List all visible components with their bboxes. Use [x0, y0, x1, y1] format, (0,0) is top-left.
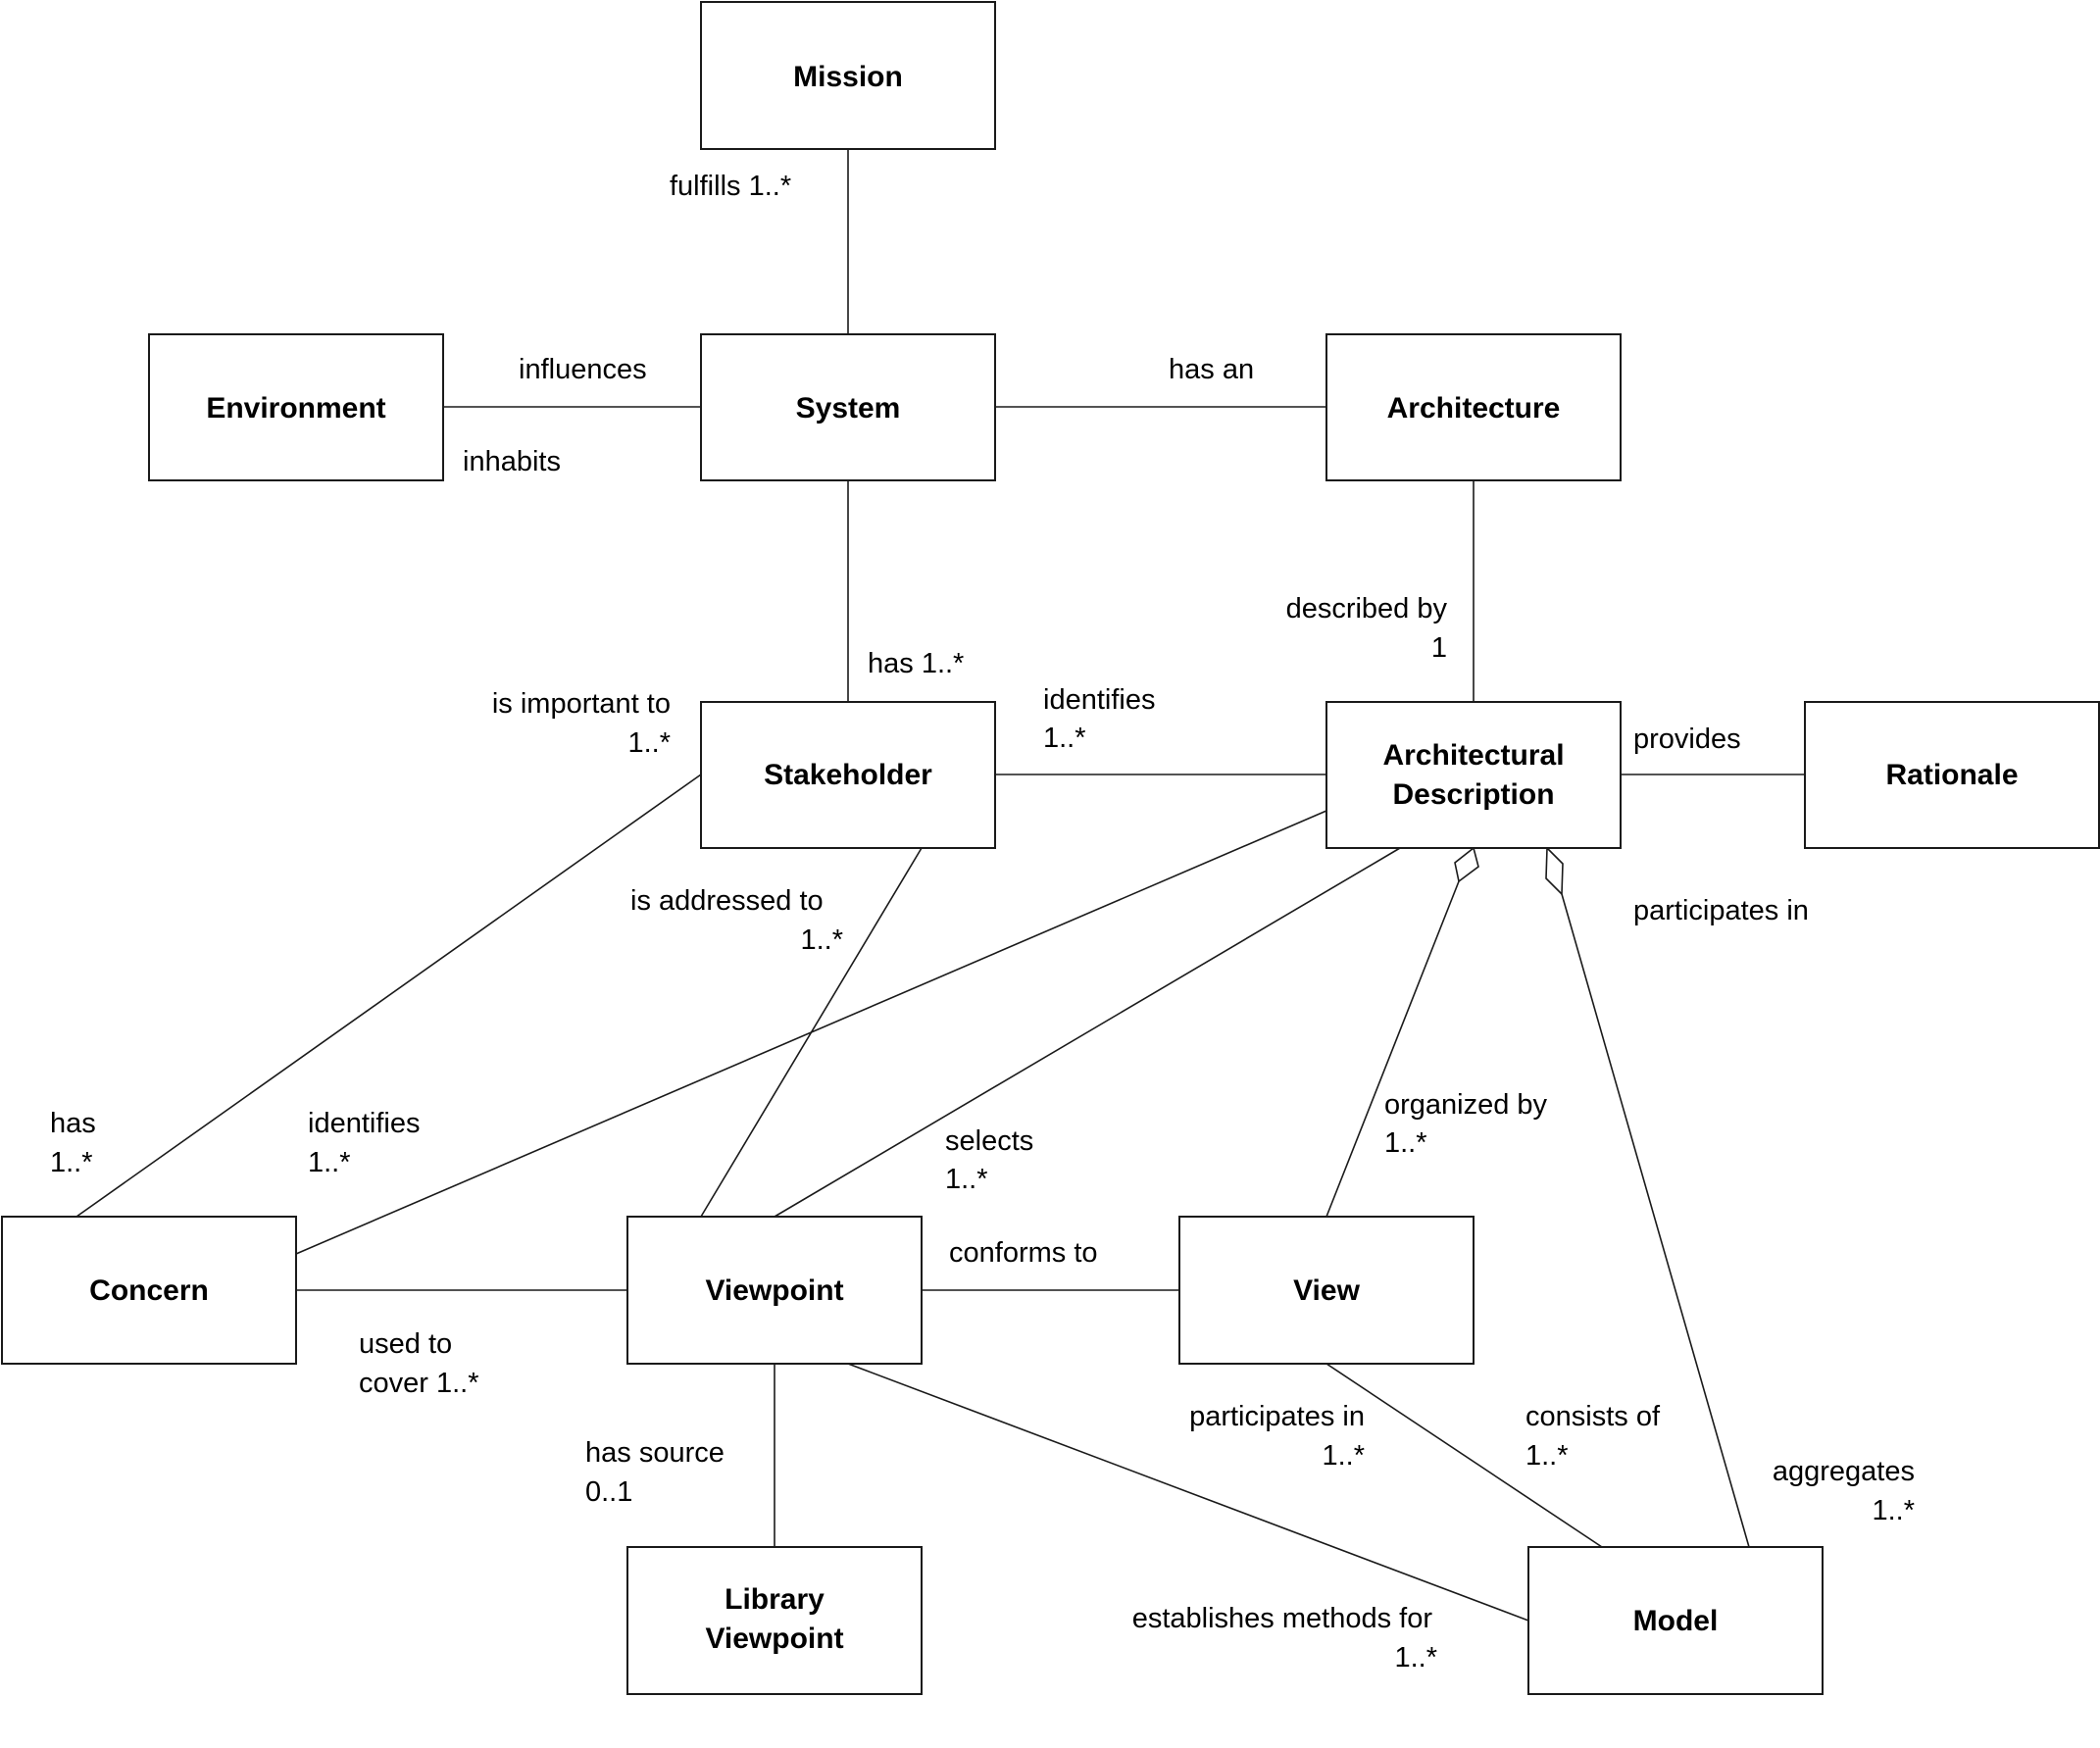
box-rationale-label: Rationale	[1885, 759, 2018, 791]
edge-stakeholder-concern	[75, 774, 702, 1218]
edge-ad-viewpoint	[774, 847, 1401, 1218]
label-selects-mult: 1..*	[945, 1164, 988, 1195]
label-participates-in-rationale: participates in	[1633, 895, 1809, 926]
box-concern: Concern	[1, 1216, 297, 1365]
label-identifies-concern: identifies	[308, 1108, 420, 1139]
box-library-viewpoint-label-line1: Library	[725, 1583, 825, 1616]
label-used-to: used to	[359, 1328, 452, 1360]
label-fulfills: fulfills 1..*	[670, 171, 791, 202]
label-consists-of: consists of	[1525, 1401, 1661, 1432]
label-selects: selects	[945, 1125, 1033, 1157]
label-conforms-to: conforms to	[949, 1237, 1098, 1269]
box-system: System	[700, 333, 996, 481]
box-system-label: System	[796, 392, 901, 425]
box-view: View	[1178, 1216, 1475, 1365]
box-viewpoint-label: Viewpoint	[705, 1274, 843, 1307]
box-architectural-description-label-line1: Architectural	[1382, 739, 1564, 772]
label-organized-by-mult: 1..*	[1384, 1127, 1427, 1159]
box-stakeholder-label: Stakeholder	[764, 759, 932, 791]
box-library-viewpoint-label-line2: Viewpoint	[705, 1623, 843, 1655]
box-view-label: View	[1293, 1274, 1360, 1307]
label-has-stakeholders: has 1..*	[868, 648, 964, 679]
label-identifies-concern-mult: 1..*	[308, 1147, 351, 1178]
label-has-source: has source	[585, 1437, 725, 1469]
label-aggregates: aggregates	[1773, 1456, 1915, 1487]
label-participates-in-view: participates in	[1189, 1401, 1365, 1432]
label-has-concern-mult: 1..*	[50, 1147, 93, 1178]
label-establishes-methods-for-mult: 1..*	[1394, 1642, 1437, 1673]
box-stakeholder: Stakeholder	[700, 701, 996, 849]
label-participates-in-view-mult: 1..*	[1322, 1440, 1365, 1472]
label-has-source-mult: 0..1	[585, 1476, 632, 1508]
box-architectural-description-label-line2: Description	[1392, 778, 1554, 811]
box-mission-label: Mission	[793, 61, 903, 93]
edge-ad-view	[1325, 880, 1460, 1218]
box-library-viewpoint: Library Viewpoint	[626, 1546, 923, 1695]
box-architectural-description: Architectural Description	[1325, 701, 1622, 849]
box-rationale: Rationale	[1804, 701, 2100, 849]
label-has-concern: has	[50, 1108, 96, 1139]
label-is-addressed-to: is addressed to	[630, 885, 824, 917]
edge-labels: fulfills 1..* influences inhabits has an…	[50, 171, 1915, 1673]
label-inhabits: inhabits	[463, 446, 561, 477]
label-used-to-cover: cover 1..*	[359, 1368, 479, 1399]
edge-viewpoint-model	[847, 1363, 1529, 1622]
box-architecture: Architecture	[1325, 333, 1622, 481]
label-establishes-methods-for: establishes methods for	[1132, 1603, 1433, 1634]
edge-ad-concern	[295, 810, 1327, 1255]
aggregation-diamond-model	[1545, 846, 1564, 896]
label-has-an: has an	[1169, 354, 1254, 385]
label-described-by-mult: 1	[1431, 632, 1447, 664]
aggregation-diamond-view	[1454, 846, 1479, 883]
label-described-by: described by	[1286, 593, 1448, 624]
edge-ad-model	[1561, 893, 1750, 1548]
label-aggregates-mult: 1..*	[1872, 1495, 1915, 1526]
label-consists-of-mult: 1..*	[1525, 1440, 1569, 1472]
label-organized-by: organized by	[1384, 1089, 1548, 1121]
edges	[75, 149, 1805, 1622]
box-model-label: Model	[1633, 1605, 1719, 1637]
box-concern-label: Concern	[89, 1274, 209, 1307]
box-environment-label: Environment	[206, 392, 385, 425]
box-viewpoint: Viewpoint	[626, 1216, 923, 1365]
label-provides: provides	[1633, 724, 1741, 755]
label-identifies-stakeholder: identifies	[1043, 684, 1155, 716]
box-mission: Mission	[700, 1, 996, 150]
label-identifies-stakeholder-mult: 1..*	[1043, 723, 1086, 754]
box-environment: Environment	[148, 333, 444, 481]
label-is-important-to-mult: 1..*	[627, 727, 671, 759]
box-architecture-label: Architecture	[1387, 392, 1561, 425]
edge-view-model	[1325, 1363, 1603, 1548]
label-influences: influences	[519, 354, 647, 385]
label-is-addressed-to-mult: 1..*	[800, 924, 843, 956]
box-model: Model	[1527, 1546, 1824, 1695]
label-is-important-to: is important to	[492, 688, 671, 720]
